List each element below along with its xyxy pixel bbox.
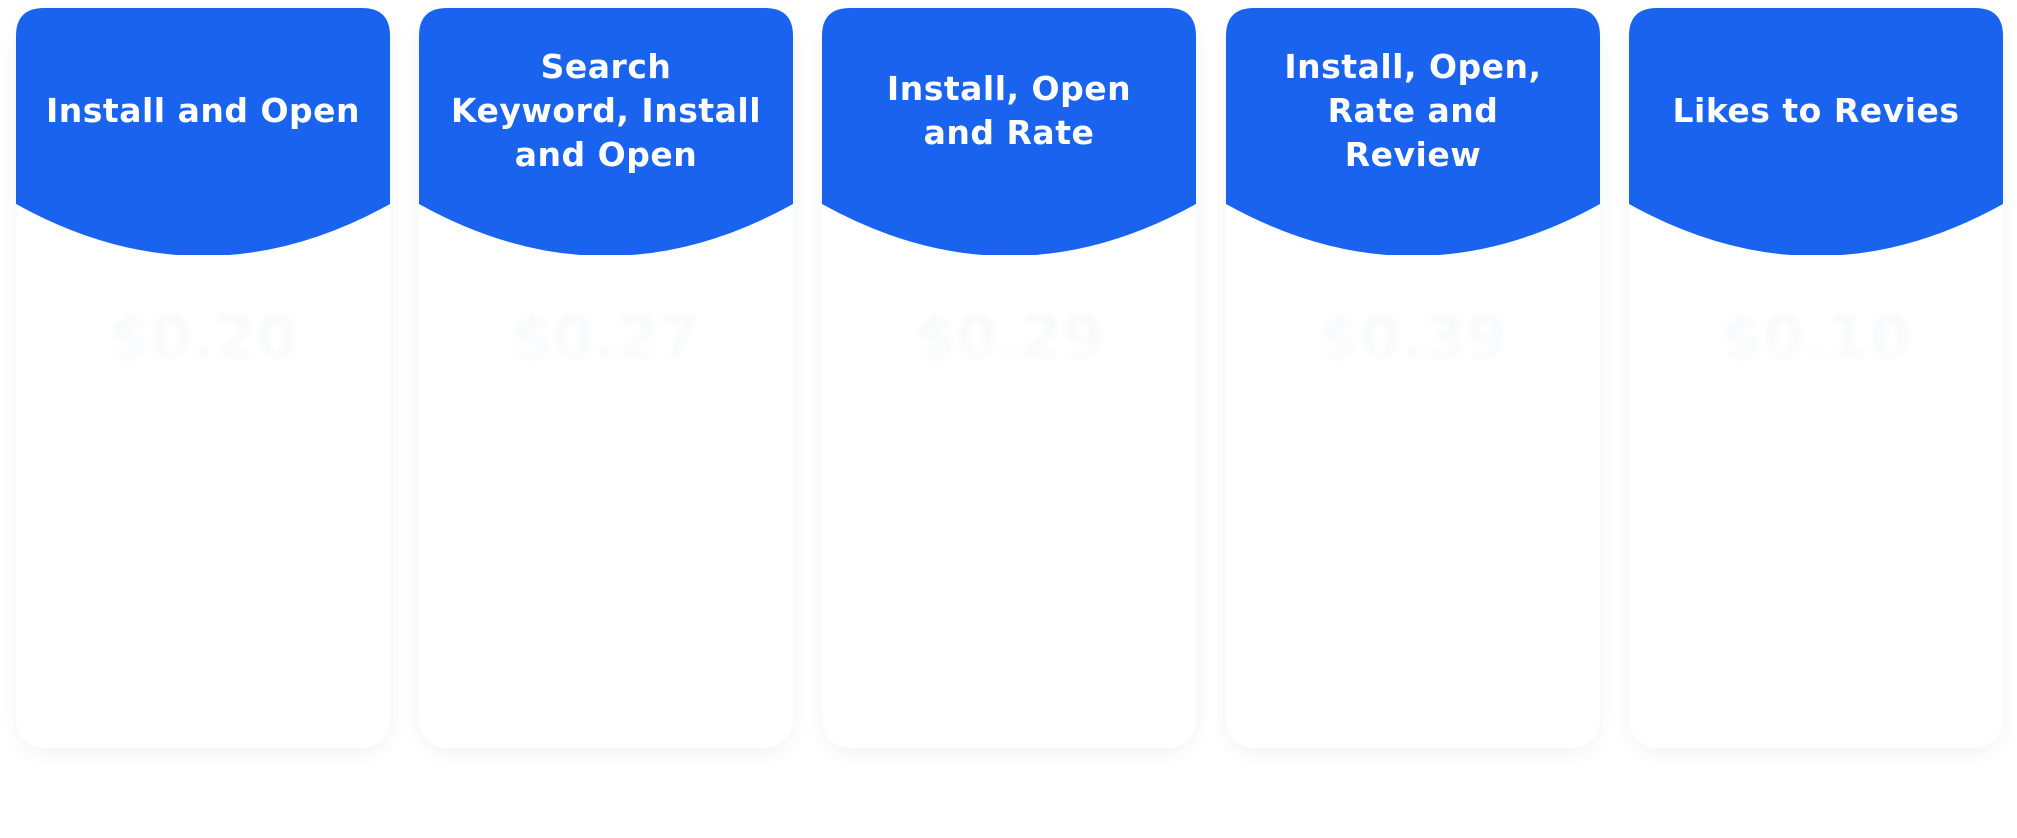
pricing-card-likes-to-reviews[interactable]: Likes to Revies $0.10 xyxy=(1629,8,2003,748)
card-header-shape xyxy=(822,8,1196,255)
card-title: Likes to Revies xyxy=(1672,91,1960,130)
card-price: $0.10 xyxy=(1721,303,1911,373)
card-header: Install and Open xyxy=(16,8,390,255)
pricing-card-install-open-rate-review[interactable]: Install, Open, Rate and Review $0.39 xyxy=(1226,8,1600,748)
card-header-shape xyxy=(419,8,793,255)
card-price: $0.27 xyxy=(511,303,701,373)
card-price: $0.20 xyxy=(108,303,298,373)
card-header-shape xyxy=(1226,8,1600,255)
card-title: Install and Open xyxy=(46,91,360,130)
card-header: Likes to Revies xyxy=(1629,8,2003,255)
card-title: Install, Open and Rate xyxy=(886,69,1132,152)
card-header: Install, Open and Rate xyxy=(822,8,1196,255)
card-title: Search Keyword, Install and Open xyxy=(450,47,762,174)
card-header: Install, Open, Rate and Review xyxy=(1226,8,1600,255)
card-header-shape xyxy=(1629,8,2003,255)
card-price: $0.39 xyxy=(1318,303,1508,373)
pricing-card-search-keyword-install-open[interactable]: Search Keyword, Install and Open $0.27 xyxy=(419,8,793,748)
pricing-card-install-open[interactable]: Install and Open $0.20 xyxy=(16,8,390,748)
pricing-card-install-open-rate[interactable]: Install, Open and Rate $0.29 xyxy=(822,8,1196,748)
card-title: Install, Open, Rate and Review xyxy=(1284,47,1542,174)
card-price: $0.29 xyxy=(914,303,1104,373)
card-header: Search Keyword, Install and Open xyxy=(419,8,793,255)
card-header-shape xyxy=(16,8,390,255)
